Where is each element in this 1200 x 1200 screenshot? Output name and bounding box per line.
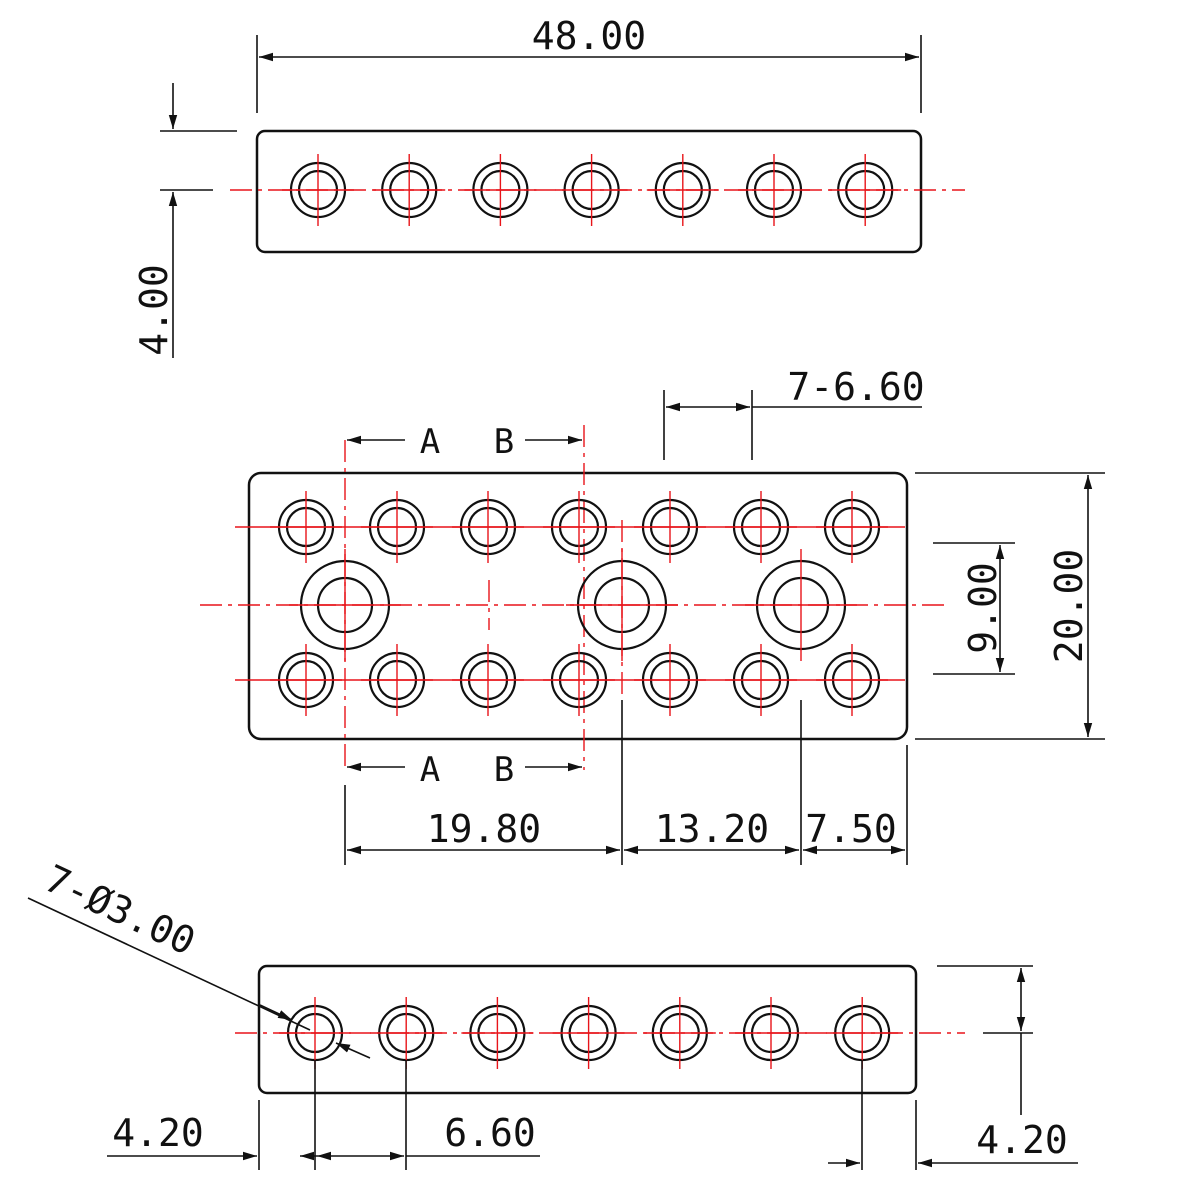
side-hole-2	[370, 997, 443, 1069]
side-hole-7	[826, 997, 899, 1069]
plan-hole-bottom-5	[634, 644, 706, 716]
plan-large-hole-2	[566, 549, 678, 661]
top-view-outline	[255, 129, 923, 254]
side-view: 7-Ø3.00 4.20 6.60 4.20	[27, 856, 1078, 1170]
plan-hole-bottom-7	[816, 644, 888, 716]
plan-hole-bottom-4	[543, 644, 615, 716]
section-mark-b-top: B	[494, 422, 514, 462]
dim-pitch-callout: 7-6.60	[787, 365, 924, 409]
side-view-outline	[257, 964, 918, 1095]
plan-large-hole-1	[289, 549, 401, 661]
dim-top-height: 4.00	[132, 264, 176, 356]
top-hole-5	[646, 154, 719, 226]
top-hole-4	[555, 154, 628, 226]
plan-hole-bottom-3	[452, 644, 524, 716]
plan-view-holes	[270, 491, 888, 716]
dim-hole-callout: 7-Ø3.00	[38, 856, 202, 964]
side-hole-3	[461, 997, 534, 1069]
top-hole-3	[464, 154, 537, 226]
side-hole-6	[735, 997, 807, 1069]
plan-view: A B A B 7-6.60 20.00 9.00 19.80 13.20 7	[200, 365, 1105, 865]
dim-position-1: 19.80	[427, 807, 541, 851]
plan-hole-top-3	[452, 491, 524, 563]
plan-view-outline	[247, 471, 909, 741]
top-hole-6	[738, 154, 810, 226]
dim-edge-right: 4.20	[976, 1118, 1068, 1162]
dim-edge-left: 4.20	[112, 1111, 204, 1155]
hole-callout-arrow-in	[259, 1004, 293, 1021]
plan-hole-bottom-1	[270, 644, 342, 716]
dim-position-3: 7.50	[805, 807, 897, 851]
plan-hole-top-7	[816, 491, 888, 563]
dim-pitch: 6.60	[444, 1111, 536, 1155]
dim-overall-width: 20.00	[1047, 549, 1091, 663]
top-hole-7	[829, 154, 902, 226]
plan-hole-top-4	[543, 491, 615, 563]
top-view-holes	[282, 154, 902, 226]
hole-callout-arrow-out	[335, 1042, 371, 1059]
side-hole-1	[279, 997, 351, 1069]
plan-hole-top-1	[270, 491, 342, 563]
section-mark-a-top: A	[420, 422, 440, 462]
plan-hole-top-2	[361, 491, 433, 563]
side-view-holes	[279, 997, 899, 1069]
dim-row-spacing: 9.00	[961, 562, 1005, 654]
dim-overall-length: 48.00	[532, 14, 646, 58]
hole-callout-leader	[27, 897, 311, 1031]
plan-hole-top-6	[725, 491, 797, 563]
side-hole-4	[552, 997, 625, 1069]
plan-large-hole-3	[745, 549, 857, 661]
plan-hole-bottom-6	[725, 644, 797, 716]
top-view: 48.00 4.00	[132, 14, 965, 358]
top-hole-2	[373, 154, 446, 226]
section-mark-a-bottom: A	[420, 750, 440, 790]
section-mark-b-bottom: B	[494, 750, 514, 790]
side-hole-5	[643, 997, 716, 1069]
dim-position-2: 13.20	[655, 807, 769, 851]
plan-hole-top-5	[634, 491, 706, 563]
plan-hole-bottom-2	[361, 644, 433, 716]
top-hole-1	[282, 154, 354, 226]
